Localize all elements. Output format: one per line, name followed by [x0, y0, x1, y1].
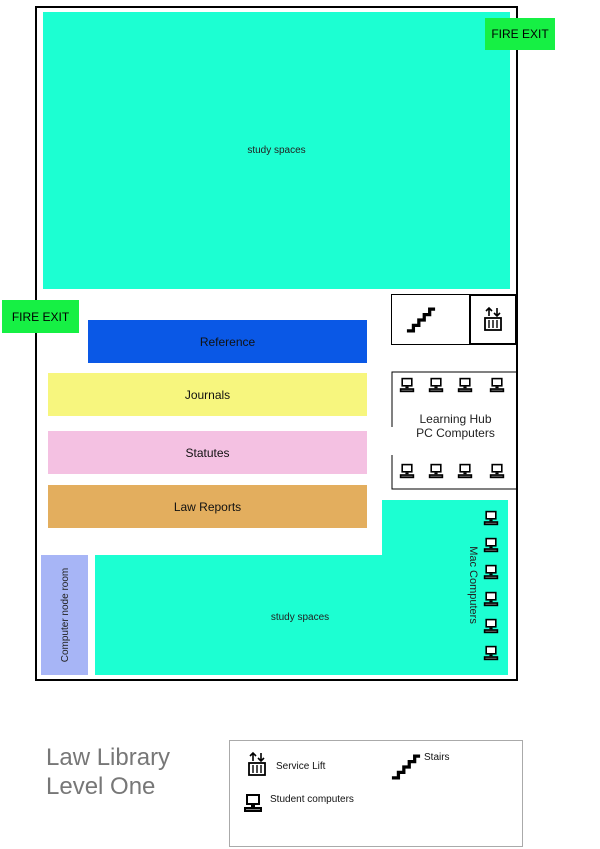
statutes-area: Statutes: [48, 431, 367, 474]
legend-student-computers: Student computers: [270, 794, 354, 805]
study-spaces-bottom-label: study spaces: [270, 612, 330, 623]
legend: Service Lift Stairs Student computers: [229, 740, 523, 847]
service-lift-room: [469, 294, 517, 345]
fire-exit-top-label: FIRE EXIT: [491, 27, 549, 41]
computer-node-room: Computer node room: [41, 555, 88, 675]
study-spaces-top: study spaces: [43, 12, 510, 289]
computer-icon: [428, 463, 444, 479]
service-lift-icon: [483, 306, 503, 332]
learning-hub-line2: PC Computers: [416, 426, 495, 440]
fire-exit-top: FIRE EXIT: [485, 18, 555, 50]
fire-exit-left: FIRE EXIT: [2, 300, 79, 333]
learning-hub-line1: Learning Hub: [419, 412, 492, 426]
computer-icon: [483, 591, 499, 607]
computer-icon: [483, 510, 499, 526]
reference-label: Reference: [199, 334, 256, 349]
computer-node-room-label: Computer node room: [60, 568, 71, 663]
mac-computers-label: Mac Computers: [467, 546, 479, 624]
journals-area: Journals: [48, 373, 367, 416]
map-title-line1: Law Library: [46, 744, 171, 771]
computer-icon: [489, 463, 505, 479]
computer-icon: [483, 618, 499, 634]
journals-label: Journals: [184, 387, 231, 402]
map-title-line2: Level One: [46, 773, 156, 800]
stairs-icon: [389, 754, 423, 780]
legend-stairs: Stairs: [424, 752, 450, 763]
computer-icon: [483, 537, 499, 553]
legend-service-lift: Service Lift: [276, 761, 326, 772]
service-lift-icon: [247, 751, 267, 777]
computer-icon: [483, 564, 499, 580]
stairs-icon: [404, 307, 438, 333]
mac-computers-text: Mac Computers: [467, 546, 479, 624]
study-spaces-bottom: [95, 555, 508, 675]
law-reports-area: Law Reports: [48, 485, 367, 528]
computer-icon: [399, 463, 415, 479]
computer-icon: [399, 377, 415, 393]
reference-area: Reference: [88, 320, 367, 363]
computer-icon: [457, 463, 473, 479]
computer-icon: [428, 377, 444, 393]
fire-exit-left-label: FIRE EXIT: [11, 309, 70, 324]
learning-hub-label: Learning Hub PC Computers: [395, 412, 516, 440]
law-reports-label: Law Reports: [173, 499, 242, 514]
computer-icon: [457, 377, 473, 393]
computer-icon: [243, 793, 263, 813]
statutes-label: Statutes: [185, 445, 230, 460]
computer-icon: [483, 645, 499, 661]
study-spaces-top-label: study spaces: [247, 145, 306, 156]
learning-hub-outline: [391, 371, 518, 490]
computer-icon: [489, 377, 505, 393]
